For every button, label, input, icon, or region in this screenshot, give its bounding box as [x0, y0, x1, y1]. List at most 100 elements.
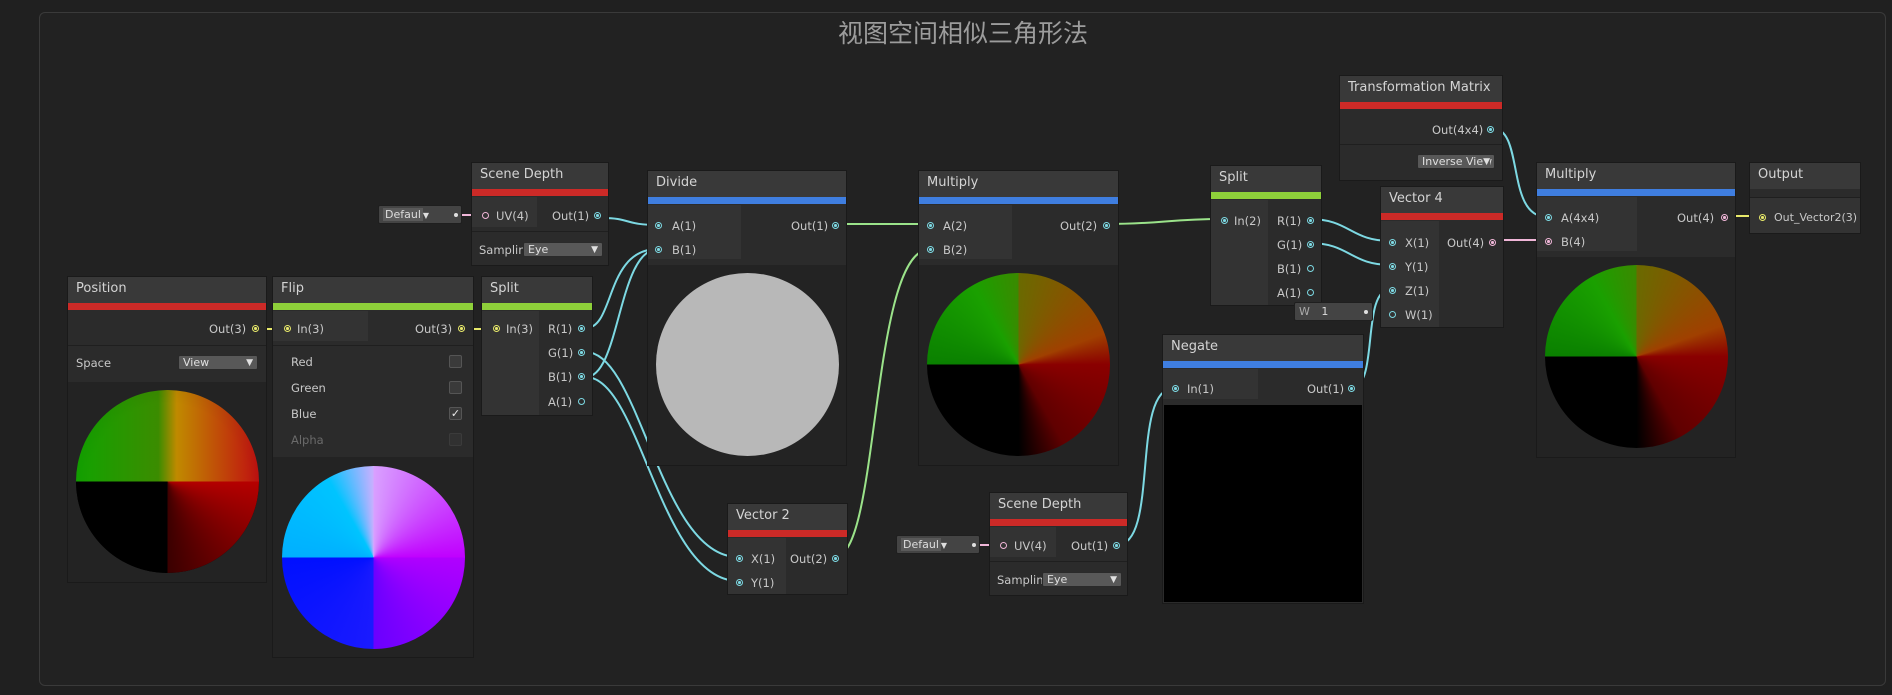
- port-label-out: Out(1): [791, 219, 829, 233]
- port-out-dot[interactable]: [252, 325, 259, 332]
- port-in-dot[interactable]: [284, 325, 291, 332]
- port-label-r: R(1): [1277, 214, 1302, 228]
- node-position[interactable]: Position Out(3) Space View▼: [67, 276, 267, 583]
- node-multiply-1[interactable]: Multiply A(2) B(2) Out(2): [918, 170, 1119, 466]
- node-flip[interactable]: Flip In(3) Out(3) Red Green Blue ✓ Alpha: [272, 276, 474, 658]
- node-split-2[interactable]: Split In(2) R(1) G(1) B(1) A(1): [1210, 165, 1322, 306]
- node-split-1[interactable]: Split In(3) R(1) G(1) B(1) A(1): [481, 276, 593, 416]
- group-title[interactable]: 视图空间相似三角形法: [837, 19, 1088, 48]
- port-out-dot[interactable]: [832, 555, 839, 562]
- divider: [273, 345, 473, 346]
- port-in-dot[interactable]: [1221, 217, 1228, 224]
- port-uv-dot[interactable]: [482, 212, 489, 219]
- node-title[interactable]: Multiply: [1537, 163, 1735, 189]
- port-z-dot[interactable]: [1389, 287, 1396, 294]
- port-y-dot[interactable]: [1389, 263, 1396, 270]
- node-vector4[interactable]: Vector 4 X(1) Y(1) Z(1) W(1) Out(4): [1380, 186, 1504, 328]
- port-label-uv: UV(4): [496, 209, 529, 223]
- node-preview: [648, 265, 846, 465]
- node-scene-depth-2[interactable]: Scene Depth UV(4) Out(1) Samplin Eye▼: [989, 492, 1128, 596]
- node-negate[interactable]: Negate In(1) Out(1): [1162, 334, 1364, 604]
- connector-dot: [454, 213, 458, 217]
- node-title[interactable]: Split: [1211, 166, 1321, 192]
- space-dropdown[interactable]: View▼: [178, 355, 258, 370]
- sampling-dropdown[interactable]: Eye▼: [1042, 572, 1122, 587]
- node-title[interactable]: Transformation Matrix: [1340, 76, 1502, 102]
- node-title[interactable]: Output: [1750, 163, 1860, 189]
- port-out-dot[interactable]: [594, 212, 601, 219]
- port-out-dot[interactable]: [1489, 239, 1496, 246]
- node-output[interactable]: Output Out_Vector2(3): [1749, 162, 1861, 234]
- matrix-mode-value: Inverse View: [1422, 155, 1493, 168]
- matrix-mode-dropdown[interactable]: Inverse View▼: [1417, 154, 1495, 169]
- divider: [68, 345, 266, 346]
- port-a-dot[interactable]: [927, 222, 934, 229]
- port-b-dot[interactable]: [578, 373, 585, 380]
- port-a-dot[interactable]: [578, 398, 585, 405]
- port-out-dot[interactable]: [1487, 126, 1494, 133]
- port-label-out: Out(4): [1677, 211, 1715, 225]
- port-out-dot[interactable]: [1348, 385, 1355, 392]
- node-scene-depth-1[interactable]: Scene Depth UV(4) Out(1) Samplin Eye▼: [471, 162, 609, 266]
- port-g-dot[interactable]: [578, 349, 585, 356]
- w-value[interactable]: 1: [1321, 305, 1329, 318]
- uv-default-dropdown[interactable]: Defaul: [383, 208, 423, 221]
- port-in-dot[interactable]: [1759, 214, 1766, 221]
- port-b-dot[interactable]: [655, 246, 662, 253]
- node-divide[interactable]: Divide A(1) B(1) Out(1): [647, 170, 847, 466]
- node-title[interactable]: Vector 2: [728, 504, 847, 530]
- node-transformation-matrix[interactable]: Transformation Matrix Out(4x4) Inverse V…: [1339, 75, 1503, 181]
- uv-default-field-2[interactable]: Defaul▼: [896, 535, 980, 554]
- port-in-dot[interactable]: [1172, 385, 1179, 392]
- node-title[interactable]: Flip: [273, 277, 473, 303]
- uv-default-field[interactable]: Defaul▼: [378, 205, 462, 224]
- chevron-down-icon: ▼: [1483, 155, 1490, 168]
- node-vector2[interactable]: Vector 2 X(1) Y(1) Out(2): [727, 503, 848, 595]
- port-r-dot[interactable]: [578, 325, 585, 332]
- port-out-dot[interactable]: [1113, 542, 1120, 549]
- toggle-blue-checkbox[interactable]: ✓: [449, 407, 462, 420]
- port-b-dot[interactable]: [927, 246, 934, 253]
- port-out-dot[interactable]: [1103, 222, 1110, 229]
- node-color-bar: [472, 189, 608, 196]
- port-label-out: Out(4): [1447, 236, 1485, 250]
- port-in-dot[interactable]: [493, 325, 500, 332]
- w-default-field[interactable]: W 1: [1294, 302, 1373, 321]
- port-y-dot[interactable]: [736, 579, 743, 586]
- port-g-dot[interactable]: [1307, 241, 1314, 248]
- port-r-dot[interactable]: [1307, 217, 1314, 224]
- port-x-dot[interactable]: [736, 555, 743, 562]
- port-b-dot[interactable]: [1545, 238, 1552, 245]
- port-x-dot[interactable]: [1389, 239, 1396, 246]
- input-column: [1537, 197, 1637, 251]
- node-multiply-2[interactable]: Multiply A(4x4) B(4) Out(4): [1536, 162, 1736, 458]
- port-w-dot[interactable]: [1389, 311, 1396, 318]
- node-title[interactable]: Vector 4: [1381, 187, 1503, 213]
- node-title[interactable]: Split: [482, 277, 592, 303]
- port-b-dot[interactable]: [1307, 265, 1314, 272]
- divider: [990, 561, 1127, 562]
- node-color-bar: [1381, 213, 1503, 220]
- connector-dot: [972, 543, 976, 547]
- toggle-red-checkbox[interactable]: [449, 355, 462, 368]
- toggle-green-checkbox[interactable]: [449, 381, 462, 394]
- port-a-dot[interactable]: [1545, 214, 1552, 221]
- port-out-dot[interactable]: [1721, 214, 1728, 221]
- node-title[interactable]: Divide: [648, 171, 846, 197]
- port-out-dot[interactable]: [832, 222, 839, 229]
- uv-default-dropdown[interactable]: Defaul: [901, 538, 941, 551]
- node-color-bar: [482, 303, 592, 310]
- port-label-uv: UV(4): [1014, 539, 1047, 553]
- node-title[interactable]: Negate: [1163, 335, 1363, 361]
- node-title[interactable]: Position: [68, 277, 266, 303]
- toggle-blue-label: Blue: [291, 407, 317, 421]
- node-title[interactable]: Scene Depth: [990, 493, 1127, 519]
- port-a-dot[interactable]: [1307, 289, 1314, 296]
- port-uv-dot[interactable]: [1000, 542, 1007, 549]
- node-title[interactable]: Scene Depth: [472, 163, 608, 189]
- port-a-dot[interactable]: [655, 222, 662, 229]
- node-title[interactable]: Multiply: [919, 171, 1118, 197]
- port-out-dot[interactable]: [458, 325, 465, 332]
- sampling-dropdown[interactable]: Eye▼: [523, 242, 603, 257]
